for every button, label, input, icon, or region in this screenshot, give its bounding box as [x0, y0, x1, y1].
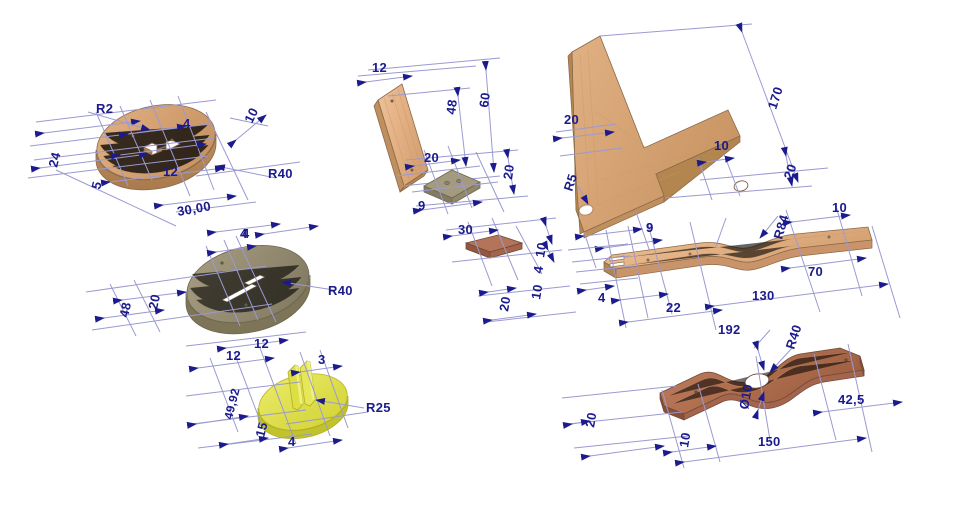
leader-r25	[315, 398, 365, 409]
dim-130: 130	[752, 288, 775, 303]
dim-30-00: 30,00	[176, 198, 212, 219]
dim-22: 22	[666, 300, 681, 315]
dim-24: 24	[45, 150, 63, 169]
dim-12: 12	[163, 164, 178, 179]
dim-9-brk: 9	[646, 220, 654, 235]
dim-192: 192	[718, 322, 741, 337]
dim-4-strip: 4	[598, 290, 606, 305]
dim-20-plate-b: 20	[500, 163, 517, 180]
part-disc-twin-slot	[185, 244, 311, 335]
dim-dia-10: Ø10	[736, 383, 755, 411]
leader-r40	[215, 164, 277, 179]
dim-4-disc3: 4	[288, 434, 296, 449]
dims-block-small: 30 10 4 20 10	[442, 216, 577, 325]
dim-60-bar: 60	[476, 91, 493, 108]
leader-r5	[577, 185, 589, 205]
dim-r5: R5	[561, 172, 581, 193]
dim-20-link: 20	[582, 411, 599, 428]
dim-48: 48	[116, 301, 134, 319]
part-link-dogbone	[659, 347, 865, 421]
dim-10-strip: 10	[832, 200, 847, 215]
dims-plate-square: 20 20 9	[404, 145, 529, 215]
dim-3: 3	[318, 352, 326, 367]
dim-150: 150	[758, 434, 781, 449]
dim-r40: R40	[268, 166, 293, 181]
dims-disc-finned: 12 49,92 15 3 4 R25	[185, 347, 391, 453]
dim-20-brk-b: 20	[781, 162, 800, 181]
dims-disc-slotted-top: R2 24 5 4 12 10 R40 30,00 4	[27, 95, 319, 241]
part-strip-waisted	[603, 226, 873, 279]
leader-r40-link	[769, 347, 793, 373]
dim-70: 70	[808, 264, 823, 279]
dim-10: 10	[241, 105, 261, 125]
dim-10-link: 10	[676, 431, 693, 448]
dim-20: 20	[145, 293, 163, 311]
dim-r40-disc2: R40	[328, 283, 353, 298]
dim-4-disc2: 4	[242, 226, 250, 241]
dim-9-plate: 9	[418, 198, 426, 213]
dims-link-dogbone: 20 10 Ø10 R40 42,5 150	[561, 323, 903, 469]
dim-10-block-a: 10	[532, 241, 549, 258]
dim-20-block: 20	[496, 295, 513, 312]
dim-20-brk-a: 20	[564, 112, 579, 127]
dims-disc-twin-slot: 48 20 4 R40 12	[85, 221, 353, 353]
dim-20-plate-a: 20	[424, 150, 439, 165]
dim-30-block: 30	[458, 222, 473, 237]
leader-r2	[87, 111, 151, 131]
dim-4a: 4	[183, 116, 191, 131]
dim-4-block: 4	[530, 264, 546, 274]
dims-bracket-l: 170 20 10 20 R5 9	[552, 22, 829, 269]
dim-42-5: 42,5	[838, 392, 865, 407]
dim-9-strip: 9	[646, 220, 654, 235]
dim-170: 170	[765, 85, 786, 111]
dim-r84: R84	[770, 212, 791, 240]
dim-r2: R2	[96, 101, 113, 116]
dim-48-bar: 48	[443, 98, 460, 115]
dim-r25: R25	[366, 400, 391, 415]
part-plate-square	[423, 169, 481, 205]
dim-10-block-b: 10	[528, 283, 545, 300]
dim-10-brk: 10	[714, 138, 729, 153]
dim-15: 15	[252, 420, 270, 438]
dim-r40-link: R40	[783, 323, 805, 351]
leader-r40-disc2	[281, 279, 335, 291]
dim-12-disc2: 12	[254, 336, 269, 351]
dim-12-bar: 12	[372, 60, 387, 75]
dims-strip-waisted: 9 4 22 192 130 70 10 R84	[567, 200, 901, 337]
dim-12-disc3: 12	[226, 348, 241, 363]
dim-5: 5	[88, 180, 104, 191]
leader-r84	[759, 215, 779, 239]
